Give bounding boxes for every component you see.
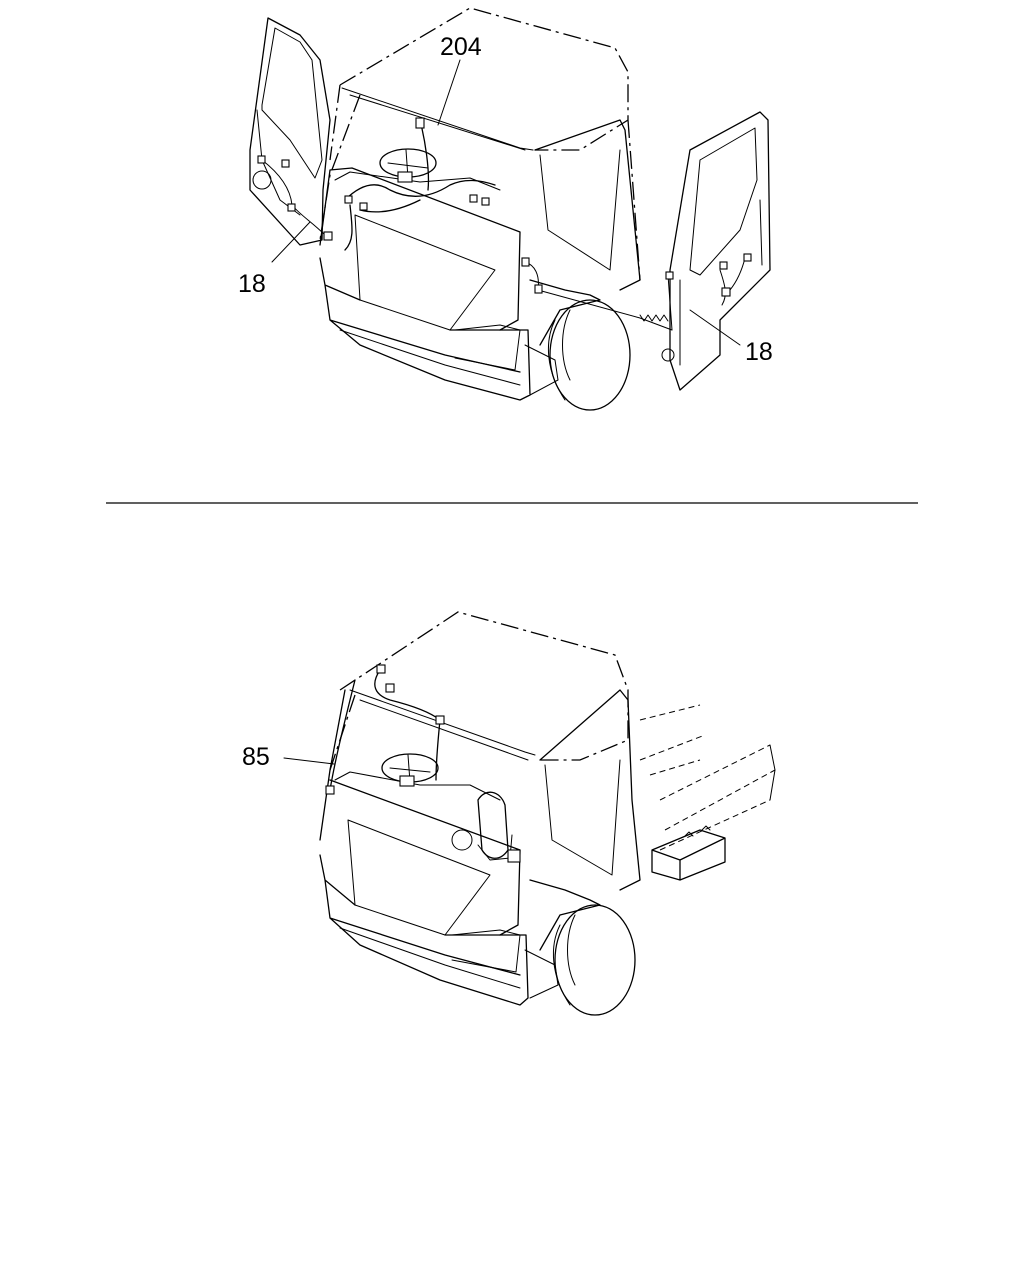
left-door-speaker (252, 170, 272, 190)
connector (435, 715, 445, 725)
connector (287, 203, 296, 212)
cab-roof-phantom (329, 7, 641, 281)
headlight (454, 324, 521, 371)
callout-18-left: 18 (238, 270, 266, 298)
left-door-window (261, 27, 323, 179)
frame-rail-end (769, 744, 776, 801)
fender-arch (529, 279, 601, 346)
side-window-frame (539, 149, 621, 271)
wheel-arch-lines (552, 914, 576, 1006)
connector (257, 155, 266, 164)
connector (344, 195, 353, 204)
steering-switch-connector (399, 775, 415, 787)
callout-204: 204 (440, 33, 482, 61)
windshield-frame (341, 87, 534, 151)
connector (385, 683, 395, 693)
callout-85: 85 (242, 743, 270, 771)
bumper-lower (339, 329, 521, 386)
dashboard-line (334, 771, 501, 801)
horn (451, 829, 473, 851)
grille-panel (354, 214, 496, 331)
connector (323, 231, 333, 241)
mirror-bracket (477, 834, 513, 861)
leader-85 (283, 757, 335, 765)
connector (719, 261, 728, 270)
connector (359, 202, 368, 211)
cab-exploded-view-top: 204 18 18 (238, 7, 773, 411)
frame-rail-upper (639, 704, 706, 776)
headlight (451, 929, 521, 973)
connector (481, 197, 490, 206)
mirror (477, 791, 509, 859)
side-window-frame (544, 759, 621, 876)
harness-convolute (639, 314, 669, 322)
wheel-arch-lines (547, 309, 571, 401)
windshield-frame (349, 689, 536, 761)
fender-arch (529, 879, 601, 951)
leader-18-left (271, 221, 311, 263)
leader-204 (437, 59, 461, 126)
connector (415, 117, 425, 129)
left-door-outline (249, 17, 331, 246)
cab-pillar-phantom (319, 94, 361, 241)
connector (534, 284, 543, 294)
battery-terminals (684, 825, 711, 837)
connector (281, 159, 290, 168)
right-door-window (689, 127, 758, 276)
front-wheel (554, 904, 636, 1016)
connector (376, 664, 386, 674)
connector (521, 257, 530, 267)
leader-18-right (689, 309, 741, 346)
callout-18-right: 18 (745, 338, 773, 366)
roof-harness (329, 669, 441, 791)
dashboard-line (334, 171, 501, 191)
connector (743, 253, 752, 262)
right-door-outline (669, 111, 771, 391)
connector (469, 194, 478, 203)
cab-roof-phantom (339, 611, 629, 761)
connector (665, 271, 674, 280)
cab-front-body (319, 689, 521, 936)
right-door-inner (679, 199, 763, 366)
step-panel (524, 344, 559, 396)
right-door-speaker (661, 348, 675, 362)
instrument-harness (344, 119, 496, 251)
connector (507, 849, 521, 863)
connector (721, 287, 731, 297)
steering-switch-connector (397, 171, 413, 183)
battery (651, 829, 726, 881)
cab-view-bottom: 85 (242, 611, 776, 1016)
bumper-lower (339, 927, 521, 989)
cab-right-side (534, 119, 641, 291)
cab-right-side (539, 689, 641, 891)
door-jumper-harness (524, 261, 673, 331)
front-bumper (319, 257, 531, 401)
connector (325, 785, 335, 795)
cab-front-body (319, 167, 521, 331)
front-wheel (549, 299, 631, 411)
frame-rail-lower (659, 744, 776, 851)
left-door-harness (261, 159, 326, 236)
grille-panel (347, 819, 491, 936)
